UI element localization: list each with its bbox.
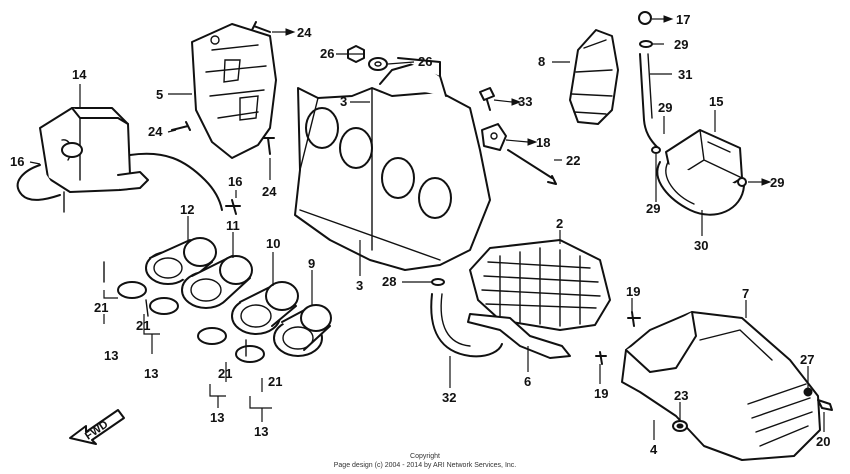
callout-21-a: 21 bbox=[94, 300, 108, 315]
copyright-line-1: Copyright bbox=[410, 453, 440, 460]
callout-9: 9 bbox=[308, 256, 315, 271]
callout-32: 32 bbox=[442, 390, 456, 405]
clip-28 bbox=[431, 278, 445, 286]
callout-21-b: 21 bbox=[136, 318, 150, 333]
washer-26 bbox=[368, 57, 388, 71]
callout-17: 17 bbox=[676, 12, 690, 27]
callout-5: 5 bbox=[156, 87, 163, 102]
callout-29-mid: 29 bbox=[658, 100, 672, 115]
callout-16-mid: 16 bbox=[228, 174, 242, 189]
callout-19-upper: 19 bbox=[626, 284, 640, 299]
callout-14: 14 bbox=[72, 67, 87, 82]
callout-3-top: 3 bbox=[340, 94, 347, 109]
bolt-20 bbox=[817, 399, 833, 411]
callout-3-bottom: 3 bbox=[356, 278, 363, 293]
callout-4: 4 bbox=[650, 442, 658, 457]
side-cover-7 bbox=[621, 311, 821, 461]
callout-30: 30 bbox=[694, 238, 708, 253]
drain-plug-17 bbox=[638, 11, 652, 25]
callout-26-left: 26 bbox=[320, 46, 334, 61]
callout-11: 11 bbox=[226, 218, 240, 233]
callout-29-top: 29 bbox=[674, 37, 688, 52]
callout-12: 12 bbox=[180, 202, 194, 217]
callout-21-c: 21 bbox=[218, 366, 232, 381]
screw-19-lower bbox=[595, 351, 607, 365]
air-filter-element bbox=[469, 239, 611, 331]
callout-13-a: 13 bbox=[104, 348, 118, 363]
callout-8: 8 bbox=[538, 54, 545, 69]
callout-6: 6 bbox=[524, 374, 531, 389]
holding-band-6 bbox=[467, 313, 571, 359]
callout-10: 10 bbox=[266, 236, 280, 251]
breather-hose-30 bbox=[656, 161, 747, 216]
drain-tube-32 bbox=[430, 293, 503, 358]
bolt-22 bbox=[507, 149, 557, 185]
callout-13-d: 13 bbox=[254, 424, 268, 439]
drain-tube-31 bbox=[639, 53, 659, 149]
callout-29-lower: 29 bbox=[646, 201, 660, 216]
intake-joint-10 bbox=[231, 281, 299, 335]
screw-24-lower bbox=[263, 137, 275, 155]
callout-2: 2 bbox=[556, 216, 563, 231]
collar-27 bbox=[803, 387, 813, 397]
leader-lines bbox=[29, 18, 825, 440]
bolt-33 bbox=[479, 87, 495, 111]
callout-29-right: 29 bbox=[770, 175, 784, 190]
screw-24-left bbox=[171, 121, 191, 131]
clip-16 bbox=[225, 199, 241, 215]
callout-24-top: 24 bbox=[297, 25, 312, 40]
copyright-line-2: Page design (c) 2004 - 2014 by ARI Netwo… bbox=[334, 462, 517, 469]
hose-clamp-21 bbox=[103, 261, 265, 363]
clip-29 bbox=[639, 40, 661, 154]
callout-16-left: 16 bbox=[10, 154, 24, 169]
callout-20: 20 bbox=[816, 434, 830, 449]
air-box-housing bbox=[294, 57, 491, 271]
callout-18: 18 bbox=[536, 135, 550, 150]
callout-24-left: 24 bbox=[148, 124, 163, 139]
callout-23: 23 bbox=[674, 388, 688, 403]
screw-19-upper bbox=[627, 311, 641, 327]
callout-33: 33 bbox=[518, 94, 532, 109]
callout-26-right: 26 bbox=[418, 54, 432, 69]
callout-24-lower: 24 bbox=[262, 184, 277, 199]
callout-22: 22 bbox=[566, 153, 580, 168]
callout-21-d: 21 bbox=[268, 374, 282, 389]
callout-labels: 24 17 29 26 26 8 31 14 5 33 3 15 29 24 1… bbox=[10, 12, 830, 457]
intake-duct bbox=[569, 29, 619, 125]
resonator-chamber bbox=[39, 107, 149, 193]
vent-hose-16 bbox=[16, 152, 223, 213]
air-box-cover bbox=[191, 23, 277, 159]
callout-15: 15 bbox=[709, 94, 723, 109]
forward-direction-marker: FWD bbox=[69, 409, 125, 445]
callout-28: 28 bbox=[382, 274, 396, 289]
callout-13-c: 13 bbox=[210, 410, 224, 425]
callout-7: 7 bbox=[742, 286, 749, 301]
intake-joint-11 bbox=[181, 255, 253, 309]
intake-joint-9 bbox=[273, 304, 332, 357]
callout-13-b: 13 bbox=[144, 366, 158, 381]
arrow-heads bbox=[285, 15, 772, 186]
bracket-18 bbox=[481, 123, 507, 151]
copyright-footer: Copyright Page design (c) 2004 - 2014 by… bbox=[334, 453, 517, 469]
callout-19-lower: 19 bbox=[594, 386, 608, 401]
callout-27: 27 bbox=[800, 352, 814, 367]
grommet-23 bbox=[672, 420, 688, 432]
screw-24-top bbox=[251, 21, 271, 33]
callout-31: 31 bbox=[678, 67, 692, 82]
